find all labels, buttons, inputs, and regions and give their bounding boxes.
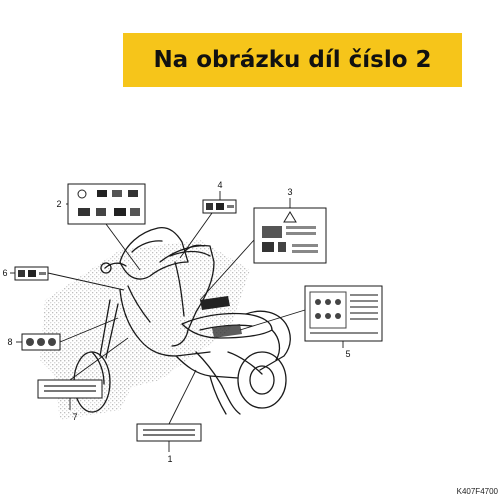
label-box-8 [21, 333, 61, 351]
scooter-drawing [73, 226, 291, 415]
label-box-5 [304, 285, 383, 342]
callout-8: 8 [7, 337, 12, 347]
banner-text: Na obrázku díl číslo 2 [153, 47, 432, 73]
label-box-1 [136, 423, 202, 442]
callout-4: 4 [217, 180, 222, 190]
drawing-code: K407F4700 [456, 487, 498, 496]
callout-6: 6 [2, 268, 7, 278]
callout-7: 7 [72, 412, 77, 422]
label-box-4 [202, 199, 237, 214]
leader-lines [10, 191, 344, 452]
label-box-2 [67, 183, 146, 225]
callout-5: 5 [345, 349, 350, 359]
label-box-7 [37, 379, 103, 399]
label-box-3 [253, 207, 327, 264]
label-box-6 [14, 266, 49, 281]
part-number-banner: Na obrázku díl číslo 2 [123, 33, 462, 87]
callout-2: 2 [56, 199, 61, 209]
callout-3: 3 [287, 187, 292, 197]
callout-1: 1 [167, 454, 172, 464]
